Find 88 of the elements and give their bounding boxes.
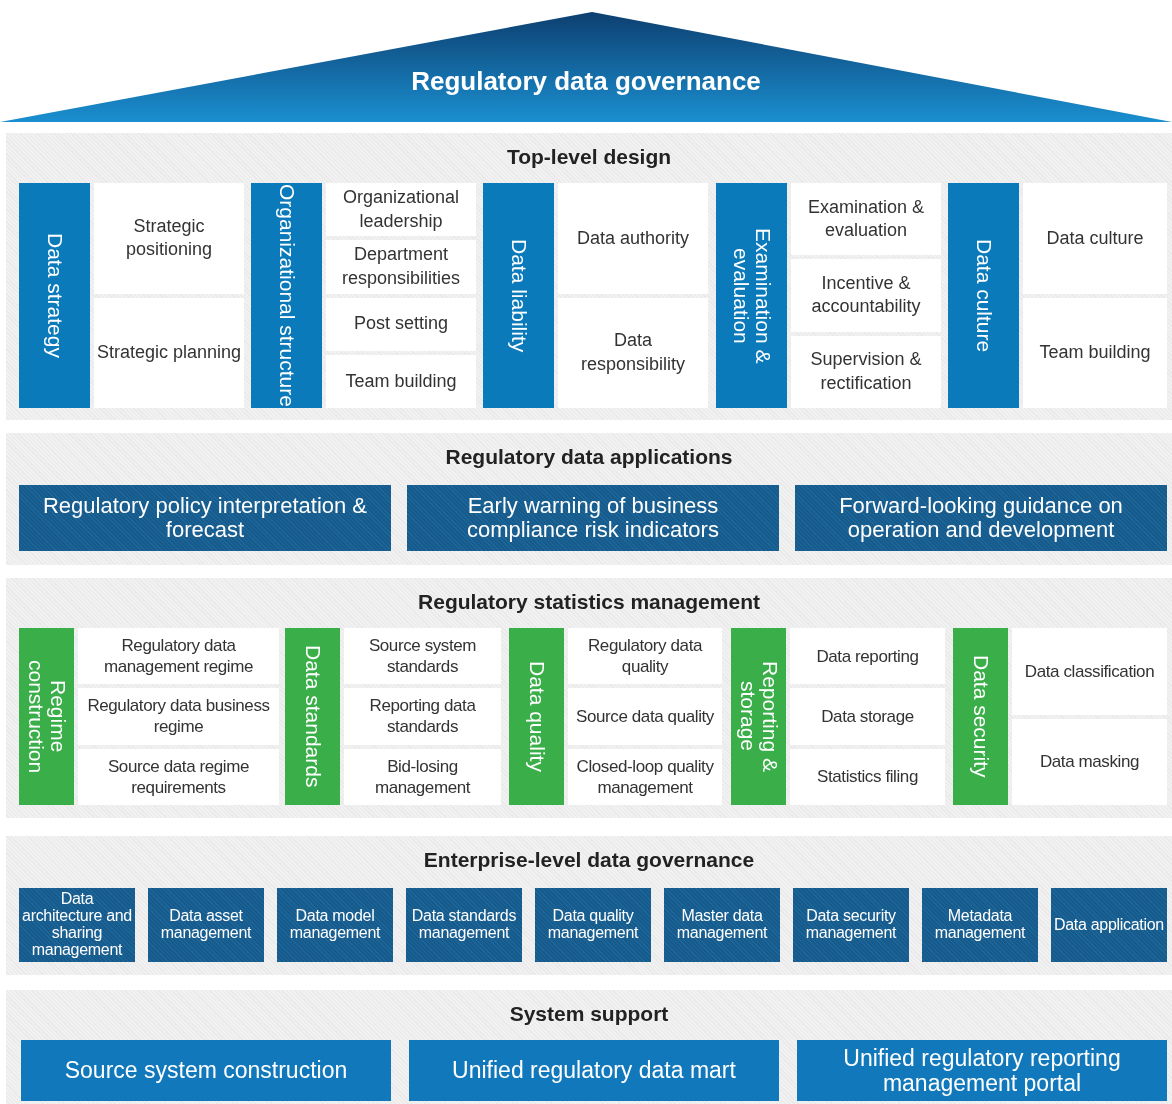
layer-panel <box>6 433 1172 565</box>
box-label: Team building <box>1039 341 1151 365</box>
box-label: Source system construction <box>64 1058 348 1083</box>
function-box <box>793 888 909 962</box>
category-header <box>948 183 1019 408</box>
box-label: Team building <box>345 369 457 393</box>
layer-panel <box>6 836 1172 975</box>
box-label: Data security <box>969 655 992 778</box>
system-box <box>409 1040 779 1101</box>
function-box <box>148 888 264 962</box>
box-label: Bid-losing management <box>373 755 472 799</box>
function-box <box>277 888 393 962</box>
box-label: Data standards <box>301 645 324 788</box>
category-header <box>716 183 787 408</box>
panel-title: System support <box>509 1002 669 1026</box>
panel-title: Regulatory data applications <box>445 445 733 469</box>
panel-title: Top-level design <box>506 145 672 169</box>
category-header <box>19 183 90 408</box>
box-label: Reporting & storage <box>736 660 781 774</box>
box-label: Data architecture and sharing management <box>21 891 133 959</box>
box-label: Data quality <box>525 661 548 772</box>
category-header <box>251 183 322 408</box>
box-label: Data authority <box>576 226 690 250</box>
box-label: Data classification <box>1024 660 1155 682</box>
box-label: Regulatory data management regime <box>102 634 255 678</box>
panel-title: Enterprise-level data governance <box>423 848 755 872</box>
box-label: Data asset management <box>159 908 253 942</box>
box-label: Source data quality <box>576 705 714 728</box>
box-label: Supervision & rectification <box>809 348 923 395</box>
function-box <box>406 888 522 962</box>
box-label: Department responsibilities <box>340 243 462 290</box>
box-label: Organizational leadership <box>341 186 461 233</box>
box-label: Unified regulatory reporting management portal <box>842 1046 1122 1095</box>
box-label: Unified regulatory data mart <box>452 1058 736 1083</box>
box-label: Statistics filing <box>817 766 918 788</box>
category-header <box>19 628 74 805</box>
box-label: Regime construction <box>24 658 69 776</box>
box-label: Data responsibility <box>579 329 686 376</box>
layer-panel <box>6 990 1172 1104</box>
category-header <box>953 628 1008 805</box>
box-label: Data security management <box>804 908 898 942</box>
box-label: Data quality management <box>546 908 640 942</box>
box-label: Regulatory data business regime <box>86 695 271 738</box>
box-label: Strategic planning <box>96 341 242 365</box>
category-header <box>509 628 564 805</box>
function-box <box>1051 888 1167 962</box>
box-label: Incentive & accountability <box>810 272 922 319</box>
box-label: Early warning of business compliance risk indicators <box>466 493 720 543</box>
box-label: Examination & evaluation <box>806 195 926 243</box>
box-label: Data masking <box>1039 751 1140 773</box>
box-label: Reporting data standards <box>368 695 477 738</box>
function-box <box>922 888 1038 962</box>
category-header <box>731 628 786 805</box>
application-box <box>19 485 391 551</box>
box-label: Strategic positioning <box>124 214 214 262</box>
box-label: Source system standards <box>367 634 478 678</box>
category-header <box>285 628 340 805</box>
box-label: Data model management <box>288 908 382 942</box>
layer-panel <box>6 133 1172 420</box>
function-box <box>535 888 651 962</box>
function-box <box>664 888 780 962</box>
box-label: Data culture <box>972 238 995 353</box>
box-label: Post setting <box>353 312 449 336</box>
box-label: Data strategy <box>43 233 66 358</box>
application-box <box>407 485 779 551</box>
box-label: Closed-loop quality management <box>575 755 715 799</box>
box-label: Data application <box>1054 916 1164 934</box>
system-box <box>797 1040 1167 1101</box>
box-label: Forward-looking guidance on operation and development <box>838 493 1124 543</box>
box-label: Data culture <box>1046 226 1144 250</box>
box-label: Data standards management <box>410 908 518 942</box>
roof-banner <box>0 10 1172 122</box>
box-label: Data liability <box>507 238 530 353</box>
box-label: Master data management <box>675 908 769 942</box>
box-label: Data reporting <box>816 645 919 667</box>
application-box <box>795 485 1167 551</box>
box-label: Regulatory data quality <box>587 634 704 678</box>
system-box <box>21 1040 391 1101</box>
panel-title: Regulatory data governance <box>411 65 761 97</box>
layer-panel <box>6 578 1172 818</box>
box-label: Examination & evaluation <box>729 226 774 366</box>
box-label: Organizational structure <box>275 184 298 407</box>
box-label: Data storage <box>821 705 914 728</box>
panel-title: Regulatory statistics management <box>418 590 760 614</box>
category-header <box>483 183 554 408</box>
box-label: Source data regime requirements <box>106 755 251 799</box>
box-label: Metadata management <box>933 908 1027 942</box>
box-label: Regulatory policy interpretation & forecast <box>41 493 369 543</box>
